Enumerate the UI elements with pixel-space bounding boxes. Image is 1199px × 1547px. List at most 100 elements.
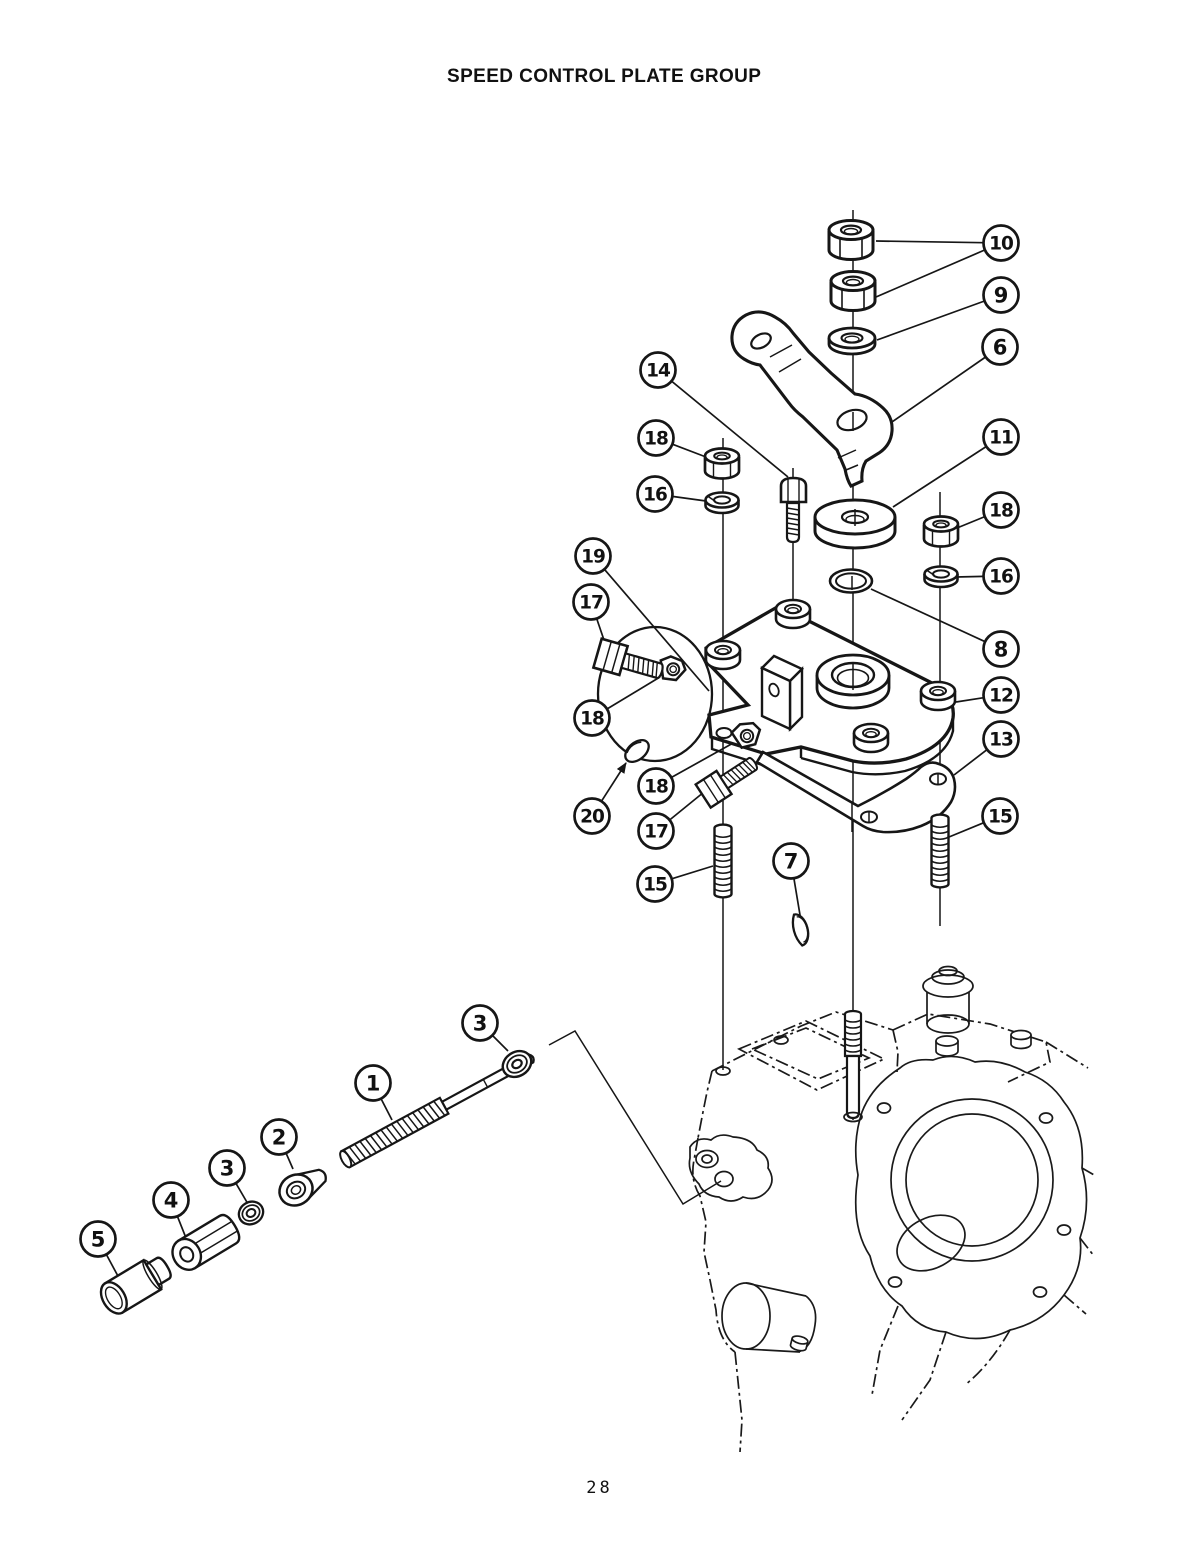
long-hex-nut-4 xyxy=(171,1213,241,1271)
callout-8: 8 xyxy=(982,630,1020,668)
callout-circle xyxy=(981,328,1019,366)
callout-circle xyxy=(772,842,810,880)
callout-18: 18 xyxy=(637,767,675,805)
callout-number: 4 xyxy=(164,1189,179,1213)
leader-line-15 xyxy=(948,821,985,838)
callout-circle xyxy=(636,475,674,513)
washer-3-right xyxy=(501,1049,533,1079)
page-number: 28 xyxy=(586,1478,613,1498)
callout-number: 1 xyxy=(366,1072,381,1096)
callout-circle xyxy=(982,676,1020,714)
rod-locator-line xyxy=(548,1030,722,1206)
callout-16: 16 xyxy=(636,475,674,513)
callout-17: 17 xyxy=(637,812,675,850)
hex-nut-18-left xyxy=(703,447,741,480)
callout-17: 17 xyxy=(572,583,610,621)
callout-number: 16 xyxy=(643,485,667,506)
callout-number: 17 xyxy=(579,593,603,614)
leader-line-15 xyxy=(671,865,714,880)
callout-number: 3 xyxy=(220,1157,235,1181)
leader-line-5 xyxy=(105,1253,120,1279)
stud-15-left xyxy=(713,823,733,899)
gasket-13 xyxy=(755,750,957,834)
starter-cylinder xyxy=(721,1282,817,1353)
leader-line-20 xyxy=(600,762,627,802)
callout-number: 3 xyxy=(473,1012,488,1036)
hex-nut-18-right xyxy=(922,515,960,548)
leader-line-14 xyxy=(670,380,789,478)
callout-circle xyxy=(982,557,1020,595)
plate-boss-left xyxy=(704,639,742,671)
callout-number: 7 xyxy=(784,850,799,874)
filler-neck xyxy=(922,965,974,1034)
callout-circle xyxy=(982,491,1020,529)
plate-boss-right xyxy=(919,680,957,712)
leader-line-11 xyxy=(892,445,987,508)
leader-line-18 xyxy=(670,741,736,779)
callout-16: 16 xyxy=(982,557,1020,595)
callout-circle xyxy=(982,720,1020,758)
callout-10: 10 xyxy=(982,224,1020,262)
leader-line-3 xyxy=(235,1182,249,1205)
callout-circle xyxy=(639,351,677,389)
lock-washer-16-right xyxy=(923,565,959,589)
callout-circle xyxy=(637,812,675,850)
washer-3-left xyxy=(237,1200,265,1226)
hex-nut-18-mid xyxy=(659,655,687,682)
callout-number: 2 xyxy=(272,1126,287,1150)
leader-line-17 xyxy=(669,791,705,821)
housing-stud xyxy=(843,1009,863,1123)
callout-circle xyxy=(354,1064,392,1102)
callout-circle xyxy=(982,224,1020,262)
plate-boss-top xyxy=(774,598,812,630)
parts-artwork xyxy=(99,219,960,1315)
callout-number: 14 xyxy=(646,361,671,382)
hex-nut-18-bottom xyxy=(730,721,762,750)
callout-15: 15 xyxy=(981,797,1019,835)
callout-number: 11 xyxy=(989,428,1013,449)
adjuster-nut-2 xyxy=(278,1168,327,1207)
o-ring-8 xyxy=(828,568,874,594)
transmission-housing-phantom xyxy=(688,965,1097,1453)
callout-3: 3 xyxy=(208,1149,246,1187)
callout-5: 5 xyxy=(79,1220,117,1258)
callout-circle xyxy=(461,1004,499,1042)
control-lever-6 xyxy=(730,310,894,488)
hex-nut-10b xyxy=(829,270,877,312)
callout-18: 18 xyxy=(637,419,675,457)
callout-number: 15 xyxy=(988,807,1012,828)
leader-line-10 xyxy=(875,249,986,298)
callout-number: 18 xyxy=(989,501,1013,522)
leader-line-18 xyxy=(956,515,986,529)
callout-number: 9 xyxy=(994,284,1009,308)
callout-circle xyxy=(981,797,1019,835)
bolt-17-bottom xyxy=(694,749,764,809)
callout-18: 18 xyxy=(982,491,1020,529)
callout-9: 9 xyxy=(982,276,1020,314)
rod-entry-boss xyxy=(688,1134,773,1202)
stud-15-right xyxy=(930,813,950,889)
plug-20 xyxy=(624,739,650,763)
callout-13: 13 xyxy=(982,720,1020,758)
callout-circle xyxy=(982,418,1020,456)
callout-number: 18 xyxy=(580,709,604,730)
callout-circle xyxy=(573,699,611,737)
callout-circle xyxy=(208,1149,246,1187)
leader-line-10 xyxy=(875,240,984,244)
cap-5 xyxy=(99,1256,172,1315)
housing-bolt xyxy=(1010,1029,1032,1050)
callout-circle xyxy=(637,767,675,805)
callout-number: 12 xyxy=(989,686,1013,707)
callout-15: 15 xyxy=(636,865,674,903)
hex-nut-10a xyxy=(827,219,875,261)
callout-number: 17 xyxy=(644,822,668,843)
bolt-14 xyxy=(779,476,808,544)
callout-3: 3 xyxy=(461,1004,499,1042)
callout-circle xyxy=(79,1220,117,1258)
callout-12: 12 xyxy=(982,676,1020,714)
leader-line-19 xyxy=(603,568,710,692)
leader-line-13 xyxy=(953,748,988,776)
key-7 xyxy=(791,913,810,947)
